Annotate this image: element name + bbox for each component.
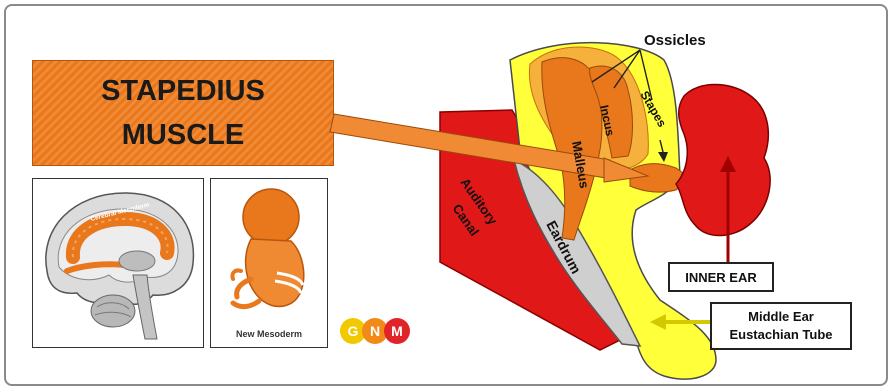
embryo-panel: New Mesoderm — [210, 178, 328, 348]
embryo-illustration: New Mesoderm — [230, 188, 305, 339]
inner-ear-label: INNER EAR — [685, 269, 757, 285]
logo-letter-g: G — [340, 318, 366, 344]
incus-label: Incus — [597, 104, 617, 138]
stapedius-muscle-title: STAPEDIUS MUSCLE — [32, 60, 334, 166]
inner-ear-shape — [675, 83, 771, 237]
brain-panel: Cerebral Mesoderm — [32, 178, 204, 348]
incus-shape — [589, 65, 633, 159]
new-mesoderm-caption: New Mesoderm — [236, 329, 302, 339]
inner-ear-label-box: INNER EAR — [668, 262, 774, 292]
middle-ear-label-box: Middle Ear Eustachian Tube — [710, 302, 852, 350]
brain-illustration: Cerebral Mesoderm — [45, 192, 195, 340]
title-line-2: MUSCLE — [121, 119, 245, 151]
eustachian-tube-label: Eustachian Tube — [729, 327, 833, 342]
gnm-logo: G N M — [340, 318, 414, 346]
logo-letter-m: M — [384, 318, 410, 344]
middle-ear-label: Middle Ear — [748, 309, 814, 324]
ossicles-callout-lines — [591, 49, 653, 101]
ossicles-label: Ossicles — [644, 32, 706, 49]
logo-letter-n: N — [362, 318, 388, 344]
title-line-1: STAPEDIUS — [101, 75, 265, 107]
